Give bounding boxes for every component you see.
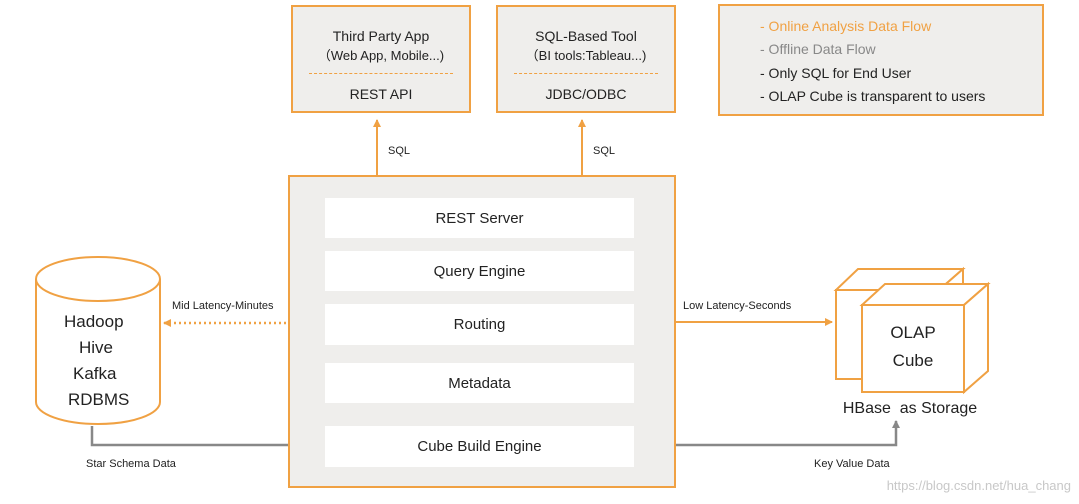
sql-label-left: SQL (388, 145, 411, 157)
legend-online: - Online Analysis Data Flow (760, 18, 932, 34)
rest-server-component: REST Server (325, 198, 634, 238)
cube-label-olap: OLAP (890, 323, 936, 342)
third-party-app-title: Third Party App (332, 28, 430, 44)
third-party-app-subtitle: （Web App, Mobile...) (317, 48, 445, 63)
star-schema-label: Star Schema Data (86, 458, 176, 470)
key-value-link (645, 420, 900, 447)
source-hive: Hive (79, 338, 114, 357)
hbase-storage-caption: HBase as Storage (842, 400, 978, 417)
source-rdbms: RDBMS (68, 390, 130, 409)
olap-cube-icon (833, 266, 991, 395)
metadata-component: Metadata (325, 363, 634, 403)
legend-sql-only: - Only SQL for End User (760, 65, 912, 81)
sql-tool-divider (514, 73, 658, 74)
sql-tool-subtitle: （BI tools:Tableau...) (525, 48, 647, 63)
low-latency-label: Low Latency-Seconds (683, 300, 792, 312)
routing-component: Routing (325, 304, 634, 345)
kylin-server-box: REST Server Query Engine Routing Metadat… (288, 175, 676, 488)
star-schema-link (90, 426, 324, 449)
legend-box: - Online Analysis Data Flow - Offline Da… (718, 4, 1044, 116)
third-party-app-box: Third Party App （Web App, Mobile...) RES… (291, 5, 471, 113)
watermark: https://blog.csdn.net/hua_chang (886, 478, 1071, 493)
jdbc-odbc-label: JDBC/ODBC (545, 86, 627, 102)
legend-offline: - Offline Data Flow (760, 41, 876, 57)
cube-label-cube: Cube (892, 351, 934, 370)
source-hadoop: Hadoop (64, 312, 124, 331)
sql-tool-box: SQL-Based Tool （BI tools:Tableau...) JDB… (496, 5, 676, 113)
sql-tool-title: SQL-Based Tool (535, 28, 637, 44)
cube-build-engine-component: Cube Build Engine (325, 426, 634, 467)
legend-cube-transparent: - OLAP Cube is transparent to users (760, 88, 986, 104)
third-party-divider (309, 73, 453, 74)
query-engine-component: Query Engine (325, 251, 634, 291)
rest-api-label: REST API (349, 86, 413, 102)
key-value-label: Key Value Data (814, 458, 890, 470)
mid-latency-label: Mid Latency-Minutes (172, 300, 274, 312)
source-kafka: Kafka (73, 364, 117, 383)
sql-label-right: SQL (593, 145, 616, 157)
data-source-cylinder (35, 256, 161, 425)
